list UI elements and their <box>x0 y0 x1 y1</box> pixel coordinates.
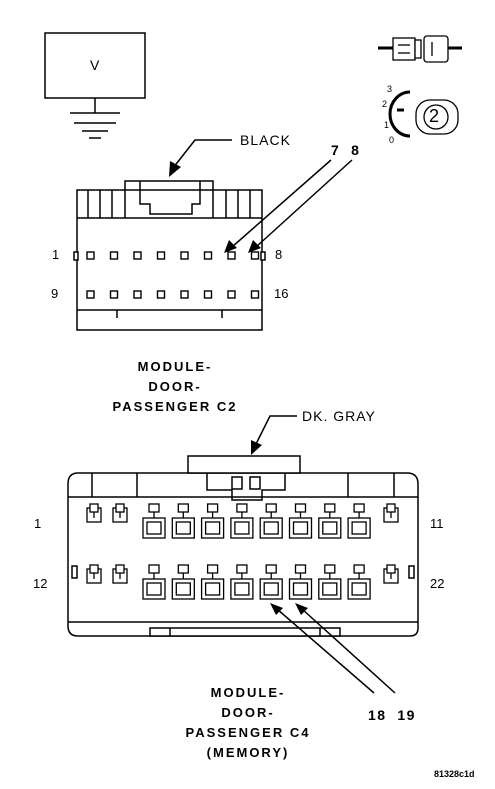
c4-terminal-cavity <box>171 564 195 600</box>
c2-title: MODULE- DOOR- PASSENGER C2 <box>95 357 255 417</box>
c4-terminal-cavity <box>259 503 283 539</box>
c2-pin-cavity <box>133 251 142 260</box>
c4-pin-callout: 18 19 <box>368 707 416 723</box>
c4-terminal-cavity <box>347 564 371 600</box>
switch-position-2: 2 <box>382 99 388 109</box>
c4-title-line-4: (MEMORY) <box>206 745 290 760</box>
c2-pin-cavity <box>109 251 119 260</box>
c4-terminal-cavity <box>142 564 166 600</box>
c4-callout-lines <box>254 415 396 694</box>
c2-pin-cavity <box>156 290 166 299</box>
connector-c4-pins <box>86 503 399 600</box>
c2-pin-cavity <box>203 251 213 260</box>
switch-position-1: 1 <box>384 120 390 130</box>
c4-callout-arrows <box>251 440 308 615</box>
voltmeter-label: V <box>90 57 100 73</box>
c2-title-line-3: PASSENGER C2 <box>112 399 238 414</box>
c4-terminal-cavity <box>288 503 313 539</box>
c2-pin-cavity <box>227 251 236 260</box>
c4-latch-cavity <box>383 503 399 523</box>
c4-title-line-1: MODULE- <box>210 685 286 700</box>
c4-title: MODULE- DOOR- PASSENGER C4 (MEMORY) <box>168 683 328 763</box>
c2-callout-arrows <box>169 161 261 253</box>
c4-terminal-cavity <box>230 503 254 539</box>
c4-title-line-2: DOOR- <box>221 705 275 720</box>
c4-latch-cavity <box>112 503 128 523</box>
c4-latch-cavity <box>86 503 102 523</box>
c4-terminal-cavity <box>142 503 166 539</box>
c4-terminal-cavity <box>200 503 225 539</box>
voltmeter-symbol <box>44 32 146 114</box>
c2-pin-cavity <box>133 290 142 299</box>
c4-wire-color-label: DK. GRAY <box>302 408 376 424</box>
c2-title-line-2: DOOR- <box>148 379 202 394</box>
c2-pin-label-8: 8 <box>275 247 283 262</box>
c2-pin-cavity <box>250 251 260 260</box>
connector-half-icon <box>378 35 462 63</box>
c2-title-line-1: MODULE- <box>137 359 213 374</box>
c2-wire-color-label: BLACK <box>240 132 291 148</box>
c4-terminal-cavity <box>347 503 371 539</box>
c2-pin-cavity <box>86 290 95 299</box>
c2-pin-cavity <box>156 251 166 260</box>
c2-pin-cavity <box>227 290 236 299</box>
c4-terminal-cavity <box>171 503 195 539</box>
c4-terminal-cavity <box>230 564 254 600</box>
c2-callout-lines <box>172 139 353 248</box>
connector-c4-body <box>67 455 419 637</box>
c2-pin-label-1: 1 <box>52 247 60 262</box>
c2-pin-cavity <box>250 290 260 299</box>
c4-terminal-cavity <box>318 503 342 539</box>
c2-pin-callout: 7 8 <box>331 142 361 158</box>
c4-terminal-cavity <box>318 564 342 600</box>
c4-pin-label-12: 12 <box>33 576 48 591</box>
ground-icon <box>74 122 116 139</box>
c4-title-line-3: PASSENGER C4 <box>185 725 311 740</box>
connector-c2-pins <box>86 251 260 299</box>
c4-pin-label-22: 22 <box>430 576 445 591</box>
switch-selected-value: 2 <box>429 106 440 126</box>
c2-pin-cavity <box>180 290 189 299</box>
figure-id: 81328c1d <box>434 769 475 779</box>
c4-pin-label-11: 11 <box>430 516 444 531</box>
c2-pin-cavity <box>203 290 213 299</box>
c2-pin-cavity <box>180 251 189 260</box>
c4-terminal-cavity <box>259 564 283 600</box>
c4-latch-cavity <box>383 564 399 584</box>
c4-latch-cavity <box>86 564 102 584</box>
c2-pin-cavity <box>86 251 95 260</box>
c2-pin-label-16: 16 <box>274 286 289 301</box>
connector-c2-body <box>73 180 266 331</box>
c4-terminal-cavity <box>288 564 313 600</box>
c4-latch-cavity <box>112 564 128 584</box>
position-selector-icon <box>388 90 459 138</box>
c4-terminal-cavity <box>200 564 225 600</box>
switch-position-0: 0 <box>389 135 395 145</box>
c2-pin-label-9: 9 <box>51 286 59 301</box>
switch-position-3: 3 <box>387 84 393 94</box>
c2-pin-cavity <box>109 290 119 299</box>
c4-pin-label-1: 1 <box>34 516 42 531</box>
